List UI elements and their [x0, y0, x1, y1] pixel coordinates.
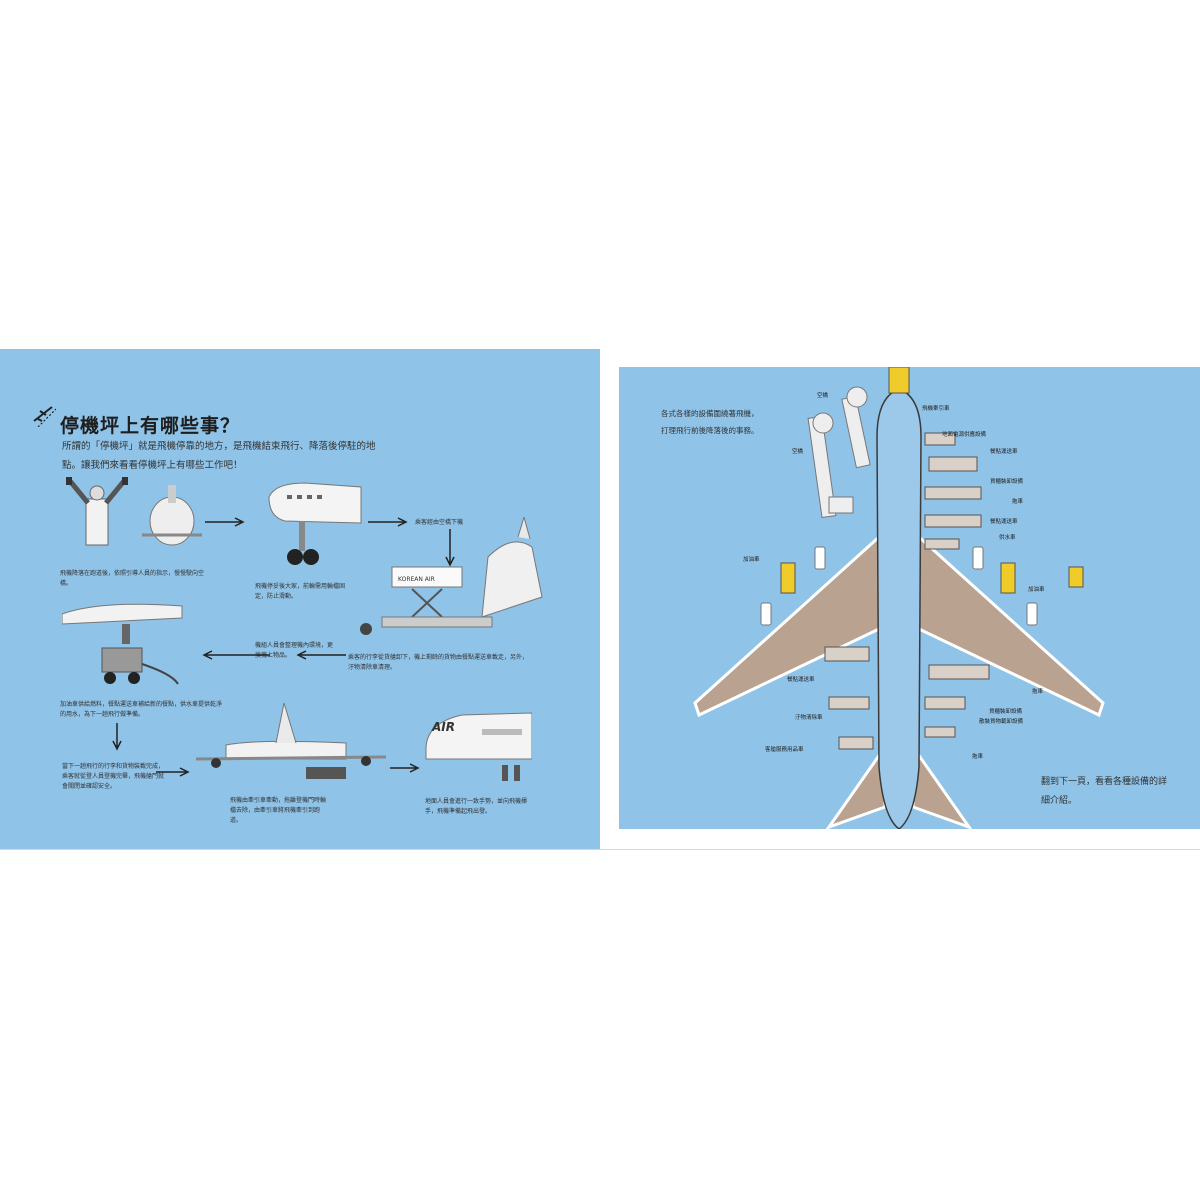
flow-arrow-3 [445, 529, 455, 567]
intro-text: 所謂的「停機坪」就是飛機停靠的地方，是飛機結束飛行、降落後停駐的地點。讓我們來看… [62, 441, 376, 471]
caption-step5: 機組人員會整理機內環境，更換機上物品。 [255, 642, 334, 659]
fuel-truck-illustration [62, 603, 183, 685]
aircraft-tug [888, 367, 910, 394]
flow-arrow-8 [390, 763, 420, 773]
label-tractor1: 拖車 [1012, 499, 1024, 505]
page-divider-line [0, 849, 1200, 850]
livery-text-1: KOREAN AIR [398, 576, 435, 583]
label-loader1: 貨櫃裝卸設備 [990, 479, 1024, 485]
label-catering3: 餐點運送車 [787, 677, 815, 683]
label-fuel-right: 加油車 [1028, 587, 1045, 593]
right-intro-text: 各式各樣的設備圍繞著飛機，打理飛行前後降落後的事務。 [661, 409, 759, 435]
caption-step6: 加油車供給燃料，餐點運送車補給新的餐點，供水車提供乾淨的用水，為下一趟飛行做準備… [60, 701, 223, 718]
flow-arrow-6 [112, 723, 122, 751]
label-fuel-left: 加油車 [743, 557, 760, 563]
pushback-illustration [196, 702, 386, 779]
label-bridge1: 空橋 [817, 393, 829, 399]
nose-gear-illustration [268, 482, 362, 565]
label-belt: 散裝貨物載卸設備 [979, 719, 1024, 725]
caption-step2: 飛機停妥後大家，前輪需用輪檔固定，防止滑動。 [255, 583, 346, 600]
departure-illustration: AIR [425, 712, 532, 781]
fuselage [876, 388, 922, 829]
caption-step1: 飛機降落在跑道後，依照引導人員的指示，慢慢駛向空橋。 [60, 570, 205, 587]
apron-diagram [693, 367, 1105, 829]
right-outro-text: 翻到下一頁，看看各種設備的詳細介紹。 [1041, 777, 1168, 806]
label-water: 供水車 [999, 535, 1016, 541]
label-loader2: 貨櫃裝卸設備 [989, 709, 1023, 715]
flow-arrow-5 [296, 650, 346, 660]
caption-step3: 乘客經由空橋下機 [415, 519, 464, 526]
label-bridge2: 空橋 [792, 449, 804, 455]
label-tractor3: 拖車 [972, 754, 984, 760]
flow-arrow-7 [156, 767, 190, 777]
left-page: 停機坪上有哪些事？ 所謂的「停機坪」就是飛機停靠的地方，是飛機結束飛行、降落後停… [0, 349, 600, 850]
livery-text-2: AIR [431, 720, 455, 734]
caption-step4: 乘客的行李從貨艙卸下，機上剩餘的貨物由餐點運送車載走，另外，汙物清除車清理。 [348, 654, 529, 671]
label-gpu: 地面電源供應設備 [942, 432, 987, 438]
caption-step9: 地面人員會進行一致手勢，並向飛機揮手，飛機準備起飛出發。 [425, 798, 528, 815]
flow-arrow-2 [368, 517, 408, 527]
label-tractor2: 拖車 [1032, 689, 1044, 695]
label-catering1: 餐點運送車 [990, 449, 1018, 455]
baggage-unload-illustration: KOREAN AIR [360, 517, 543, 635]
label-tug: 飛機牽引車 [922, 406, 950, 412]
label-cabin-service: 客艙服務用品車 [765, 747, 804, 753]
airplane-icon [33, 406, 56, 427]
caption-step8: 飛機由牽引車牽動，拖離登機門時輪檔去除，由牽引車將飛機牽引到跑道。 [230, 797, 327, 824]
label-waste: 汙物清除車 [795, 715, 823, 721]
flow-arrow-1 [205, 517, 245, 527]
marshaller-illustration [66, 477, 202, 546]
label-catering2: 餐點運送車 [990, 519, 1018, 525]
right-page: 各式各樣的設備圍繞著飛機，打理飛行前後降落後的事務。 [619, 367, 1200, 829]
page-title: 停機坪上有哪些事？ [60, 415, 241, 437]
flow-arrow-4 [202, 650, 270, 660]
caption-step7: 當下一趟飛行的行李和貨物裝載完成，乘客就從登人員登機完畢，飛機艙門就會關閉並確認… [62, 763, 165, 790]
